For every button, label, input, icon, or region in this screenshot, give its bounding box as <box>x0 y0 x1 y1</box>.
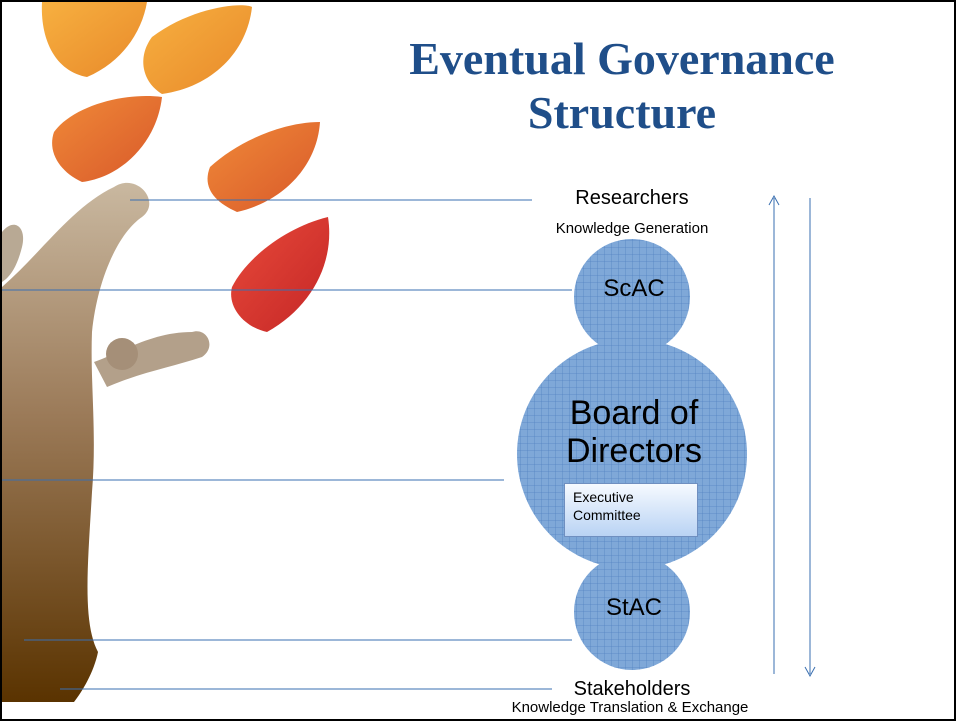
leaf-mid-left <box>52 96 162 182</box>
leaf-upper-right <box>143 5 252 95</box>
connector-lines <box>2 199 572 690</box>
arrow-up-head <box>768 194 780 206</box>
executive-line-2: Committee <box>573 507 641 523</box>
tree-graphic <box>2 2 330 702</box>
stakeholders-label: Stakeholders <box>573 678 691 700</box>
tree-branch <box>94 331 210 387</box>
flow-arrows <box>768 194 816 678</box>
knowledge-generation-label: Knowledge Generation <box>555 220 709 237</box>
knowledge-translation-label: Knowledge Translation & Exchange <box>511 699 749 716</box>
stac-label: StAC <box>605 594 662 621</box>
scac-label: ScAC <box>603 275 665 302</box>
slide-title: Eventual Governance Structure <box>362 32 882 140</box>
board-line-2: Directors <box>565 432 703 470</box>
executive-committee-box: Executive Committee <box>564 483 698 537</box>
leaf-mid-right <box>207 122 320 212</box>
title-line-2: Structure <box>527 87 717 138</box>
tree-branch-left <box>2 224 24 282</box>
executive-line-1: Executive <box>573 489 634 505</box>
leaf-top <box>41 2 147 77</box>
leaf-red <box>231 217 330 332</box>
title-line-1: Eventual Governance <box>409 33 835 84</box>
board-label: Board of Directors <box>522 394 746 470</box>
board-line-1: Board of <box>569 394 699 432</box>
researchers-label: Researchers <box>575 187 689 209</box>
tree-trunk <box>2 182 150 702</box>
branch-head <box>106 338 138 370</box>
arrow-down-head <box>804 666 816 678</box>
